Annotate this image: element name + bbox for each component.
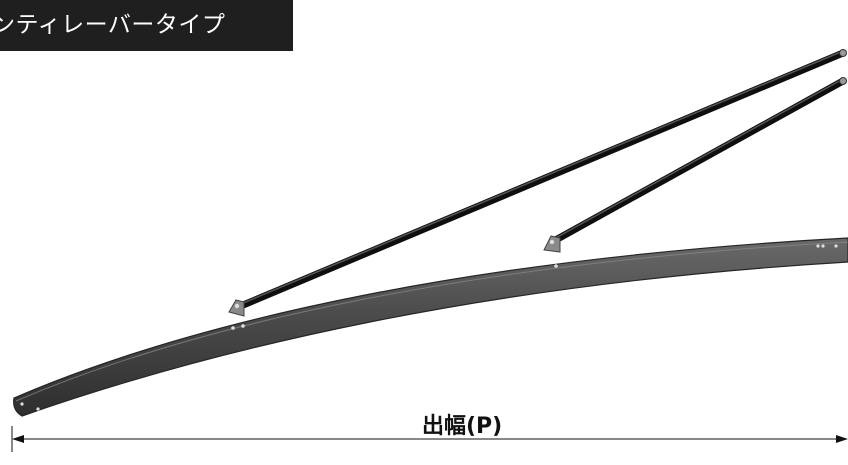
curved-beam <box>13 237 848 417</box>
wall-fittings <box>816 49 847 248</box>
title-badge: ンティレーバータイプ <box>0 0 293 51</box>
dimension-label: 出幅(P) <box>422 414 503 439</box>
upper-strut <box>232 49 847 312</box>
arrow-left-icon <box>12 435 24 443</box>
beam-tip <box>20 402 40 411</box>
arrow-right-icon <box>836 435 848 443</box>
bracket-rear <box>228 299 245 330</box>
title-text: ンティレーバータイプ <box>0 12 226 38</box>
lower-strut <box>548 77 847 246</box>
bracket-front <box>543 235 561 268</box>
dimension-line <box>11 426 848 452</box>
